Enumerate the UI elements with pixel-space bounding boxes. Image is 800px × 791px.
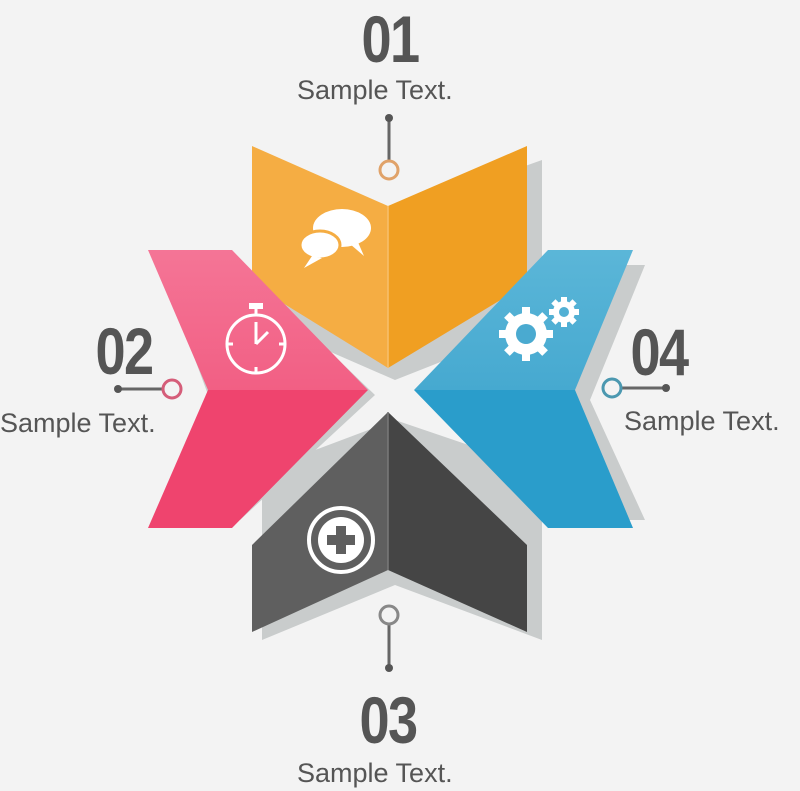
item-label-01: Sample Text. — [297, 75, 453, 105]
connector-left — [114, 378, 183, 400]
segment-left-pink — [148, 250, 368, 528]
item-label-04: Sample Text. — [624, 406, 780, 436]
chat-bubbles-icon — [298, 209, 371, 268]
item-number-03: 03 — [359, 683, 419, 757]
item-label-02: Sample Text. — [0, 408, 156, 438]
segment-bottom-gray — [252, 412, 527, 632]
gears-icon — [499, 297, 579, 361]
item-number-04: 04 — [630, 315, 690, 389]
item-label-03: Sample Text. — [297, 758, 453, 788]
connector-right — [601, 377, 670, 399]
connector-top — [378, 114, 400, 181]
connector-bottom — [378, 604, 400, 672]
item-number-01: 01 — [361, 2, 421, 76]
plus-circle-icon — [307, 506, 375, 574]
stopwatch-icon — [225, 303, 287, 375]
item-number-02: 02 — [95, 314, 155, 388]
